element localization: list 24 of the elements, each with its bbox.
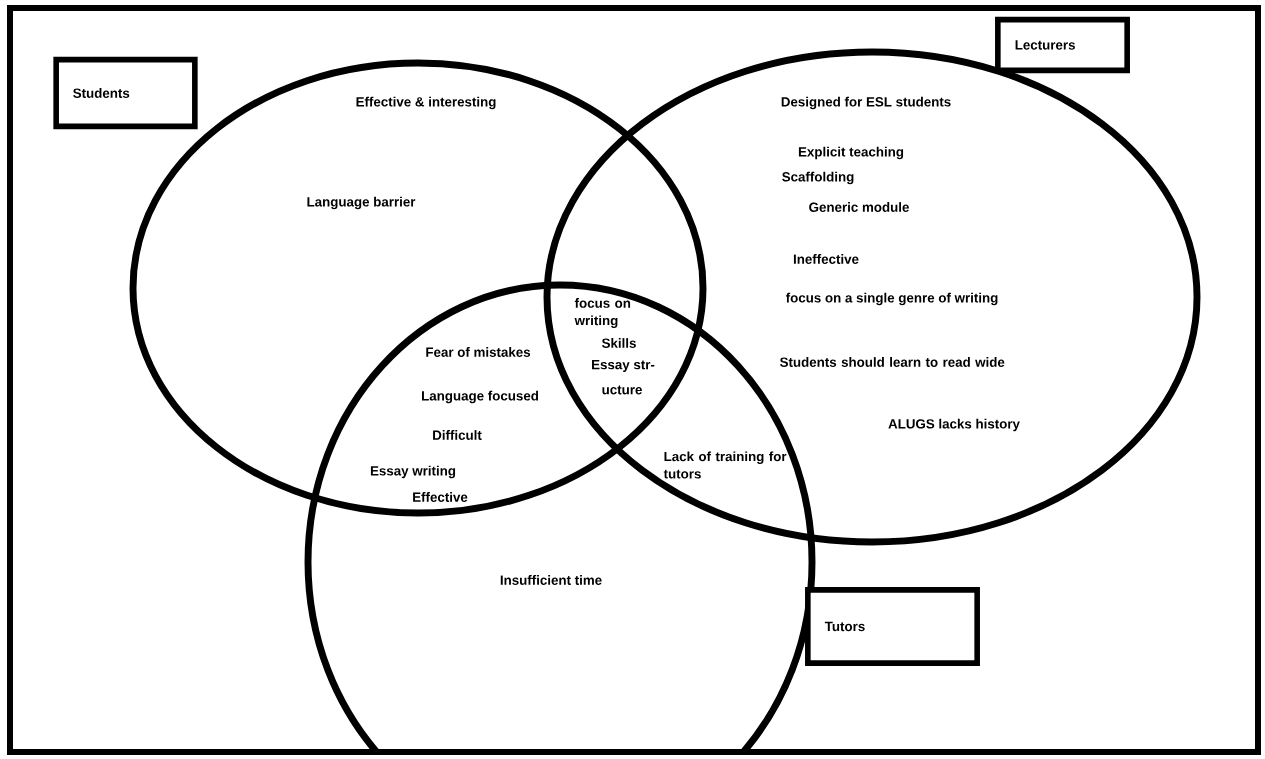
- region-text: ALUGS lacks history: [888, 418, 1020, 432]
- region-text: Students should learn to read wide: [780, 357, 1005, 367]
- region-text: Explicit teaching: [798, 146, 904, 160]
- region-text: Essay writing: [370, 465, 456, 479]
- region-text: Fear of mistakes: [426, 347, 531, 357]
- region-text: focus on a single genre of writing: [785, 292, 998, 306]
- region-text: Lack of training for tutors: [663, 451, 787, 479]
- region-text: Effective & interesting: [356, 96, 496, 110]
- region-text: Language focused: [422, 390, 538, 404]
- region-text: Difficult: [433, 430, 482, 440]
- region-text: Scaffolding: [782, 171, 854, 185]
- label-box: Students: [53, 56, 198, 130]
- region-text: Generic module: [809, 202, 909, 212]
- region-text: ucture: [602, 385, 642, 395]
- region-text: Language barrier: [307, 196, 416, 210]
- label-box: Tutors: [805, 587, 980, 666]
- region-text: Skills: [601, 338, 636, 348]
- region-text: focus on writing: [574, 298, 631, 328]
- region-text: Effective: [413, 492, 468, 502]
- region-text: Designed for ESL students: [781, 96, 951, 110]
- region-text: Insufficient time: [500, 575, 602, 585]
- label-box: Lecturers: [995, 16, 1130, 74]
- region-text: Ineffective: [793, 254, 859, 264]
- region-text: Essay str-: [592, 360, 655, 372]
